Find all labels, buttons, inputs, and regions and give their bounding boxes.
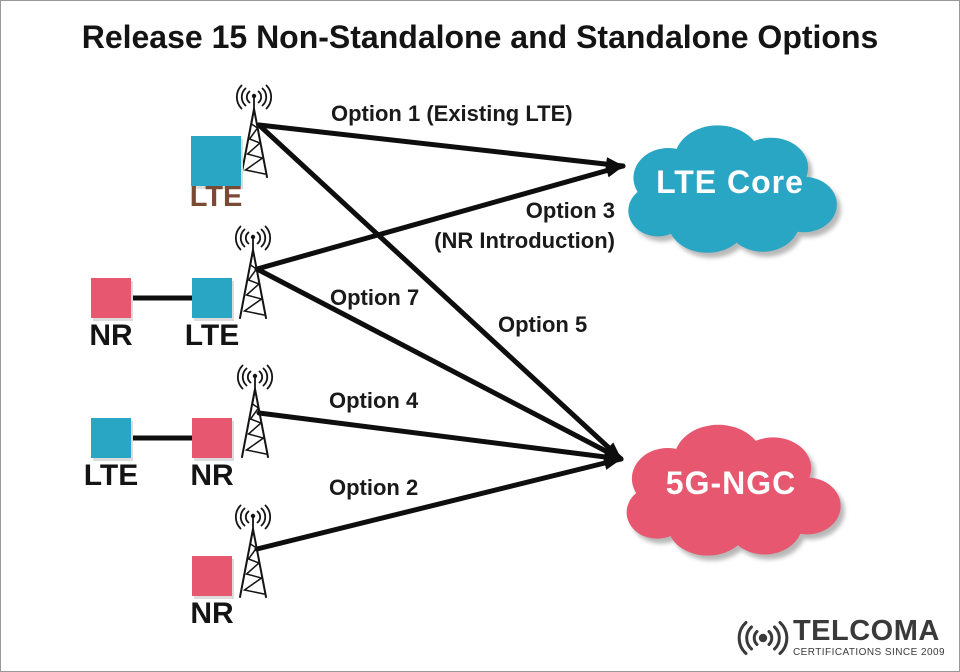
lte-box-label: LTE <box>189 181 243 213</box>
lte-box-label: LTE <box>184 319 240 352</box>
edge-option1-line <box>256 122 626 172</box>
page-title: Release 15 Non-Standalone and Standalone… <box>81 19 879 55</box>
lte-box-label: LTE <box>83 459 139 492</box>
logo-name: TELCOMA <box>792 615 940 648</box>
logo-tagline: CERTIFICATIONS SINCE 2009 <box>792 646 945 658</box>
nr-box <box>192 556 232 596</box>
lte-core-cloud-label: LTE Core <box>656 163 804 200</box>
radio-tower-icon <box>230 364 280 459</box>
edge-option7-label: Option 7 <box>330 285 420 310</box>
lte-box <box>191 136 241 186</box>
nr-box <box>192 418 232 458</box>
lte-box <box>192 278 232 318</box>
nr-box-label: NR <box>190 597 234 630</box>
nr-box-label: NR <box>89 319 133 352</box>
edge-option3-label: Option 3 <box>525 198 615 223</box>
edge-option3-sublabel: (NR Introduction) <box>434 228 615 253</box>
signal-waves-icon <box>737 621 789 655</box>
edge-option2-label: Option 2 <box>329 475 419 500</box>
lte-core-cloud: LTE Core <box>617 113 843 259</box>
5g-ngc-cloud: 5G-NGC <box>615 413 847 561</box>
edge-option4-label: Option 4 <box>329 388 419 413</box>
nr-box <box>91 278 131 318</box>
nr-box-label: NR <box>190 459 234 492</box>
edge-option5-label: Option 5 <box>498 312 588 337</box>
edge-option7-line <box>254 266 624 462</box>
lte-box <box>91 418 131 458</box>
edge-option4-line <box>256 410 624 464</box>
edge-option5-line <box>256 122 624 462</box>
edge-option1-label: Option 1 (Existing LTE) <box>331 101 573 126</box>
radio-tower-icon <box>228 225 278 320</box>
radio-tower-icon <box>228 504 278 599</box>
5g-ngc-cloud-label: 5G-NGC <box>665 464 797 501</box>
telcoma-logo: TELCOMA CERTIFICATIONS SINCE 2009 <box>736 615 945 661</box>
edge-option2-line <box>254 456 624 552</box>
